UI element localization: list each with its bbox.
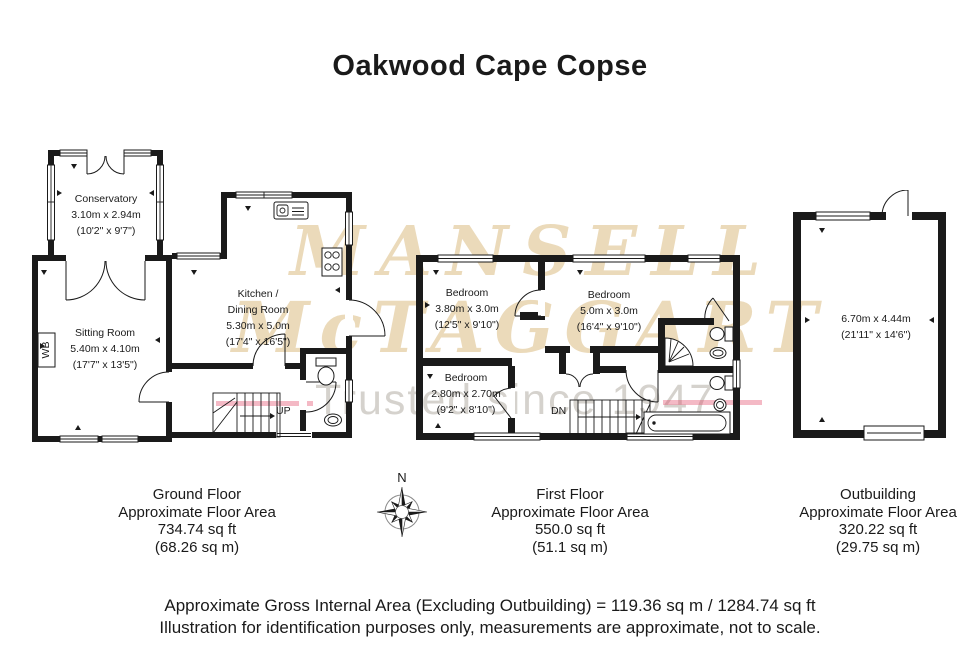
caption-area-sqft: 550.0 sq ft bbox=[534, 521, 606, 538]
caption-area-label: Approximate Floor Area bbox=[118, 503, 276, 521]
shower-icon bbox=[664, 337, 694, 367]
room-dims-metric: 5.0m x 3.0m bbox=[580, 305, 638, 317]
compass-rose-icon bbox=[376, 486, 428, 538]
room-name: Bedroom bbox=[444, 372, 488, 384]
bathtub-icon bbox=[643, 411, 731, 435]
wc-basin-icon bbox=[324, 413, 342, 427]
wc-toilet-icon bbox=[315, 357, 337, 386]
caption-area-sqm: (29.75 sq m) bbox=[835, 538, 921, 556]
room-dims-metric: 2.80m x 2.70m bbox=[431, 388, 501, 400]
footer-illustration-note: Illustration for identification purposes… bbox=[159, 618, 821, 637]
outbuilding-door-opening bbox=[881, 190, 912, 221]
room-name: Kitchen / bbox=[237, 288, 279, 300]
caption-floor-name: Ground Floor bbox=[152, 486, 242, 503]
room-name: Dining Room bbox=[227, 304, 289, 316]
room-name: Bedroom bbox=[587, 289, 631, 301]
wood-burner-label: WB bbox=[40, 341, 52, 359]
room-name: Sitting Room bbox=[74, 327, 136, 339]
page-title: Oakwood Cape Copse bbox=[332, 50, 648, 82]
room-label-bedroom-1: Bedroom 3.80m x 3.0m (12'5" x 9'10") bbox=[435, 285, 500, 333]
room-dims-metric: 6.70m x 4.44m bbox=[841, 313, 911, 325]
room-dims-imperial: (17'4" x 16'5") bbox=[225, 336, 291, 348]
room-dims-metric: 3.80m x 3.0m bbox=[435, 303, 499, 315]
compass-north-label: N bbox=[397, 470, 407, 485]
room-dims-imperial: (10'2" x 9'7") bbox=[76, 225, 136, 237]
caption-floor-name: First Floor bbox=[536, 486, 604, 503]
shower-room-toilet-icon bbox=[709, 326, 734, 342]
room-dims-imperial: (12'5" x 9'10") bbox=[434, 319, 500, 331]
room-label-outbuilding: 6.70m x 4.44m (21'11" x 14'6") bbox=[841, 311, 911, 343]
ground-floor-plan bbox=[32, 149, 386, 443]
hob-icon bbox=[321, 247, 343, 277]
first-floor-caption: First Floor Approximate Floor Area 550.0… bbox=[491, 486, 649, 556]
caption-floor-name: Outbuilding bbox=[840, 486, 916, 503]
ground-floor-door-openings bbox=[66, 149, 353, 439]
bathroom-toilet-icon bbox=[709, 375, 734, 391]
wood-burner-box bbox=[37, 332, 56, 368]
room-label-kitchen-dining: Kitchen / Dining Room 5.30m x 5.0m (17'4… bbox=[226, 286, 291, 350]
outbuilding-windows bbox=[815, 211, 925, 441]
caption-area-sqm: (51.1 sq m) bbox=[532, 538, 608, 556]
room-name: Bedroom bbox=[445, 287, 489, 299]
caption-area-label: Approximate Floor Area bbox=[799, 503, 957, 521]
room-dims-imperial: (16'4" x 9'10") bbox=[576, 321, 642, 333]
room-dims-imperial: (17'7" x 13'5") bbox=[72, 359, 138, 371]
first-floor-plan bbox=[416, 254, 741, 441]
room-name: Conservatory bbox=[74, 193, 138, 205]
room-label-bedroom-2: Bedroom 5.0m x 3.0m (16'4" x 9'10") bbox=[577, 287, 642, 335]
caption-area-label: Approximate Floor Area bbox=[491, 503, 649, 521]
ground-floor-stairs bbox=[212, 392, 281, 438]
outbuilding-caption: Outbuilding Approximate Floor Area 320.2… bbox=[799, 486, 957, 556]
watermark-accent-line-left bbox=[216, 401, 313, 406]
room-label-sitting-room: Sitting Room 5.40m x 4.10m (17'7" x 13'5… bbox=[70, 325, 139, 373]
first-floor-doors bbox=[493, 289, 730, 419]
room-dims-imperial: (9'2" x 8'10") bbox=[436, 404, 496, 416]
footer-gross-area: Approximate Gross Internal Area (Excludi… bbox=[164, 596, 816, 615]
caption-area-sqft: 320.22 sq ft bbox=[838, 521, 918, 538]
outbuilding-plan bbox=[793, 190, 946, 441]
bathroom-basin-icon bbox=[713, 398, 727, 412]
ground-floor-caption: Ground Floor Approximate Floor Area 734.… bbox=[118, 486, 276, 556]
stairs-down-label: DN bbox=[551, 405, 567, 417]
ground-floor-windows bbox=[47, 149, 353, 443]
first-floor-door-openings bbox=[508, 290, 545, 418]
stairs-up-label: UP bbox=[276, 405, 291, 417]
shower-room-basin-icon bbox=[709, 347, 727, 359]
caption-area-sqft: 734.74 sq ft bbox=[157, 521, 237, 538]
room-dims-imperial: (21'11" x 14'6") bbox=[841, 329, 911, 341]
first-floor-stairs bbox=[569, 399, 651, 435]
room-dims-metric: 3.10m x 2.94m bbox=[71, 209, 141, 221]
first-floor-windows bbox=[437, 254, 741, 441]
footer-disclaimer: Approximate Gross Internal Area (Excludi… bbox=[0, 595, 980, 639]
room-label-bedroom-3: Bedroom 2.80m x 2.70m (9'2" x 8'10") bbox=[431, 370, 500, 418]
room-label-conservatory: Conservatory 3.10m x 2.94m (10'2" x 9'7"… bbox=[71, 191, 140, 239]
caption-area-sqm: (68.26 sq m) bbox=[154, 538, 240, 556]
kitchen-sink-icon bbox=[273, 201, 309, 220]
room-dims-metric: 5.40m x 4.10m bbox=[70, 343, 140, 355]
ground-floor-doors bbox=[65, 155, 386, 413]
room-dims-metric: 5.30m x 5.0m bbox=[226, 320, 290, 332]
watermark-accent-line-right bbox=[663, 400, 762, 405]
